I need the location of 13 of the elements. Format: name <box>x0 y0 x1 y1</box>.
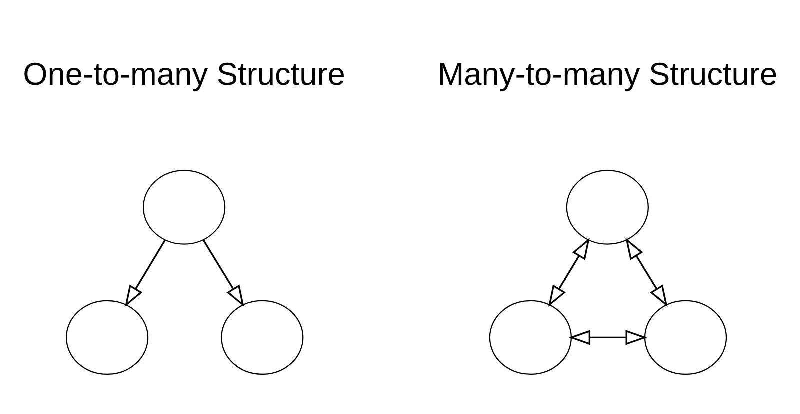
arrow <box>568 330 647 345</box>
arrow <box>548 238 590 307</box>
arrow <box>124 239 166 307</box>
label: One-to-many Structure <box>22 56 345 92</box>
node-circle <box>566 170 648 244</box>
arrow <box>625 238 668 307</box>
node-circle <box>644 300 727 375</box>
node-circle <box>142 170 226 244</box>
label: Many-to-many Structure <box>437 56 778 92</box>
node-circle <box>66 300 148 375</box>
node-circle <box>488 300 572 375</box>
arrow <box>202 239 244 307</box>
node-circle <box>220 300 304 375</box>
